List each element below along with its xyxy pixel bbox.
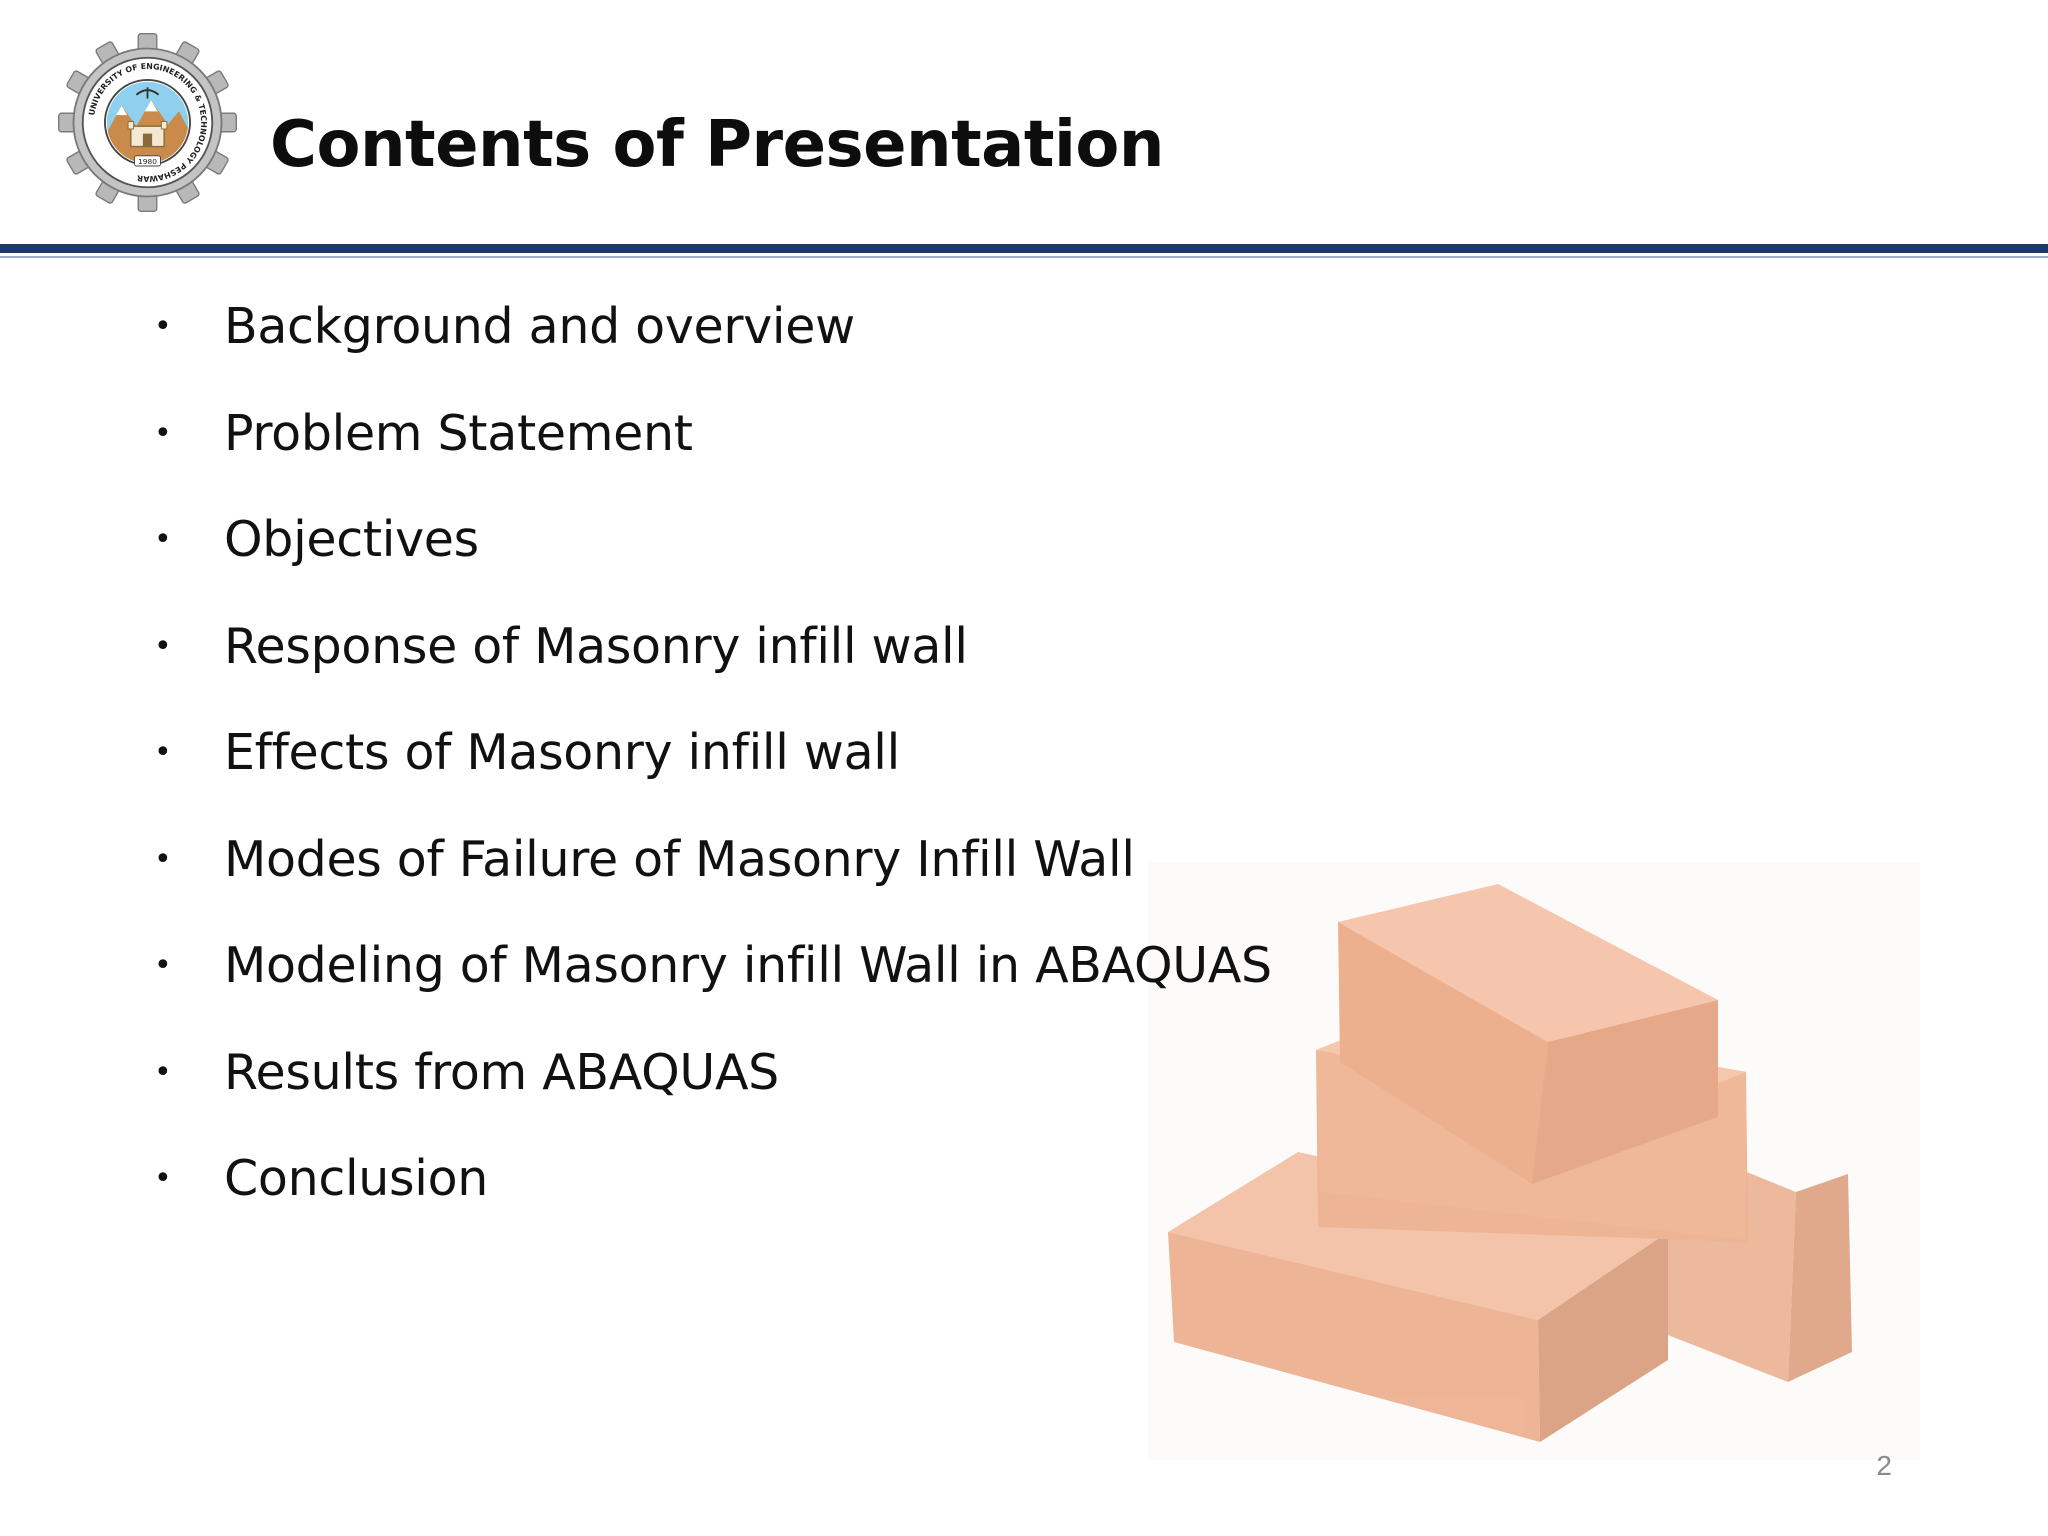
university-seal-icon: UNIVERSITY OF ENGINEERING & TECHNOLOGY P…	[58, 33, 237, 212]
bullet-icon: •	[154, 735, 172, 770]
list-item: • Modes of Failure of Masonry Infill Wal…	[150, 825, 1272, 932]
list-item: • Effects of Masonry infill wall	[150, 718, 1272, 825]
bricks-image	[1148, 862, 1920, 1460]
contents-list: • Background and overview • Problem Stat…	[150, 292, 1272, 1251]
bullet-icon: •	[154, 1161, 172, 1196]
list-item-label: Modeling of Masonry infill Wall in ABAQU…	[224, 937, 1272, 994]
list-item: • Conclusion	[150, 1144, 1272, 1251]
list-item: • Response of Masonry infill wall	[150, 612, 1272, 719]
list-item-label: Conclusion	[224, 1150, 489, 1207]
bullet-icon: •	[154, 522, 172, 557]
bullet-icon: •	[154, 309, 172, 344]
page-title: Contents of Presentation	[270, 108, 1164, 182]
list-item-label: Problem Statement	[224, 404, 693, 462]
list-item-label: Response of Masonry infill wall	[224, 617, 968, 675]
list-item-label: Results from ABAQUAS	[224, 1043, 779, 1101]
list-item-label: Modes of Failure of Masonry Infill Wall	[224, 830, 1135, 888]
list-item: • Results from ABAQUAS	[150, 1038, 1272, 1145]
list-item-label: Effects of Masonry infill wall	[224, 724, 900, 781]
page-number: 2	[1876, 1450, 1892, 1481]
bullet-icon: •	[154, 1054, 172, 1090]
bullet-icon: •	[154, 841, 172, 877]
list-item-label: Objectives	[224, 511, 479, 568]
list-item: • Problem Statement	[150, 399, 1272, 506]
list-item: • Background and overview	[150, 292, 1272, 399]
bullet-icon: •	[154, 948, 172, 983]
header-divider-thin	[0, 256, 2048, 258]
list-item-label: Background and overview	[224, 298, 855, 355]
bullet-icon: •	[154, 628, 172, 664]
bullet-icon: •	[154, 415, 172, 451]
list-item: • Modeling of Masonry infill Wall in ABA…	[150, 931, 1272, 1038]
seal-year: 1980	[138, 157, 157, 166]
list-item: • Objectives	[150, 505, 1272, 612]
header-divider	[0, 244, 2048, 253]
